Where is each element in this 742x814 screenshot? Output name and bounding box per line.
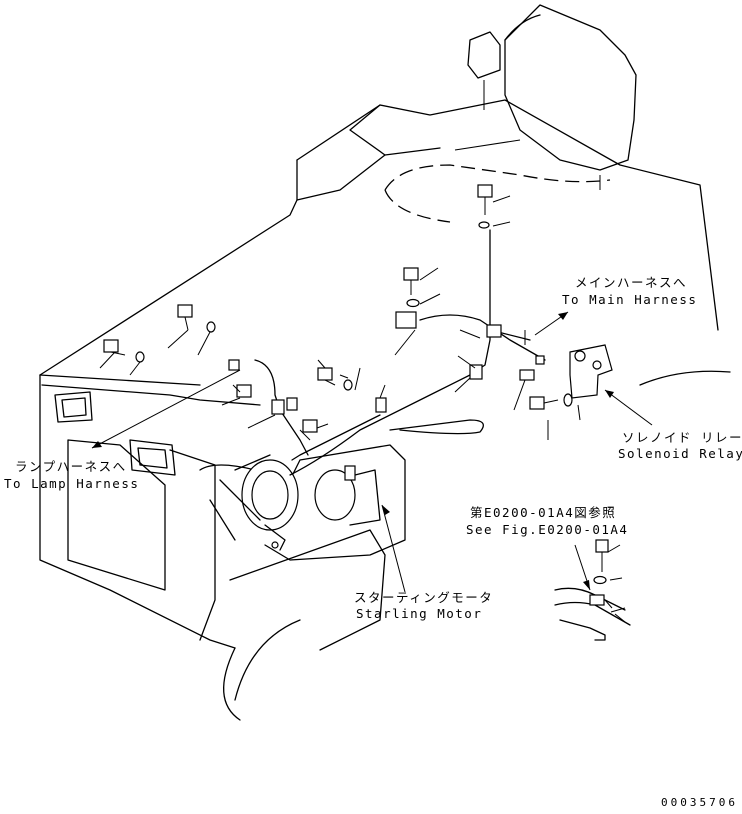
fasteners [103,184,609,585]
lamp-harness-label-jp: ランプハーネスへ [15,459,127,474]
detail-inset [554,587,631,641]
operator-seat [296,4,731,386]
machine-frame [39,199,386,721]
starting-motor-label-en: Starling Motor [356,606,483,621]
wire-harness [254,229,546,476]
starting-motor-label-jp: スターティングモータ [354,590,494,605]
solenoid-relay-label-en: Solenoid Relay [618,446,742,461]
see-fig-label-en: See Fig.E0200-01A4 [466,522,629,537]
solenoid-relay-label-jp: ソレノイド リレー [622,430,742,445]
drawing-number: 00035706 [661,796,738,809]
solenoid-relay [569,344,613,399]
lamp-harness-label-en: To Lamp Harness [4,476,140,491]
leader-lines [91,195,653,613]
main-harness-label-en: To Main Harness [562,292,698,307]
main-harness-label-jp: メインハーネスへ [575,275,688,290]
starting-motor [199,444,406,561]
see-fig-label-jp: 第E0200-01A4図参照 [470,505,617,520]
